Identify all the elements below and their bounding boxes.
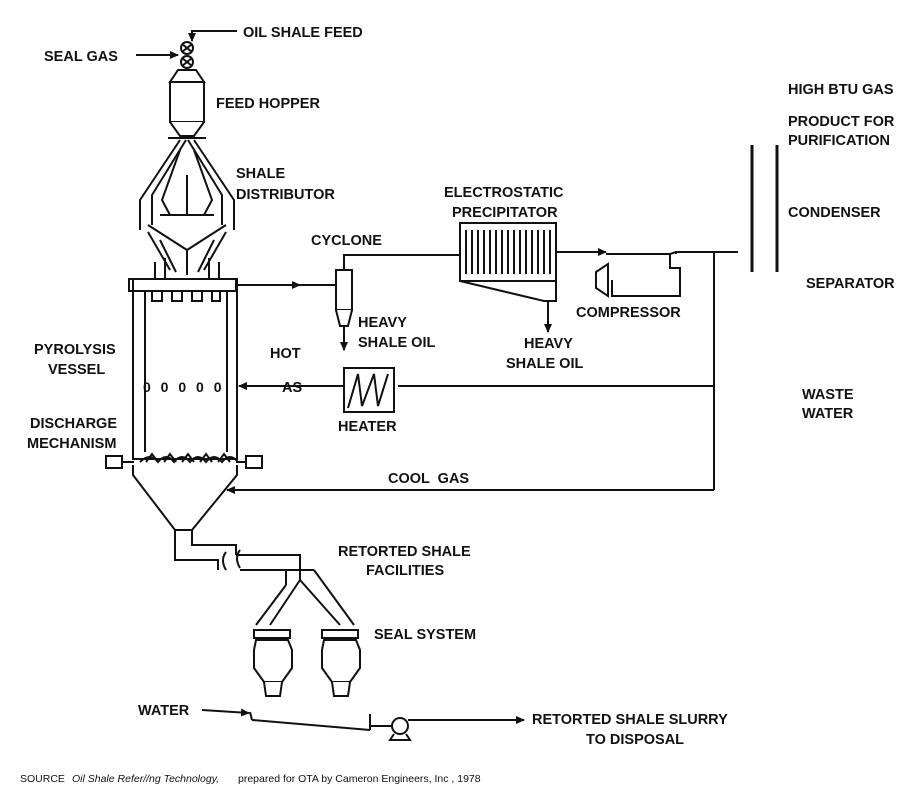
slurry-trough xyxy=(249,711,412,741)
feed-valves xyxy=(180,41,194,69)
label-heavy-oil-b-1: HEAVY xyxy=(524,336,573,352)
label-retorted-1: RETORTED SHALE xyxy=(338,544,471,560)
water-feed-line xyxy=(201,708,250,717)
label-heavy-oil-b-2: SHALE OIL xyxy=(506,356,583,372)
label-feed-hopper: FEED HOPPER xyxy=(216,96,320,112)
label-cyclone: CYCLONE xyxy=(311,233,382,249)
heater xyxy=(343,367,395,413)
label-oil-shale-feed: OIL SHALE FEED xyxy=(243,25,363,41)
label-discharge-1: DISCHARGE xyxy=(30,416,117,432)
electrostatic-precipitator xyxy=(459,222,557,333)
label-compressor: COMPRESSOR xyxy=(576,305,681,321)
label-slurry-2: TO DISPOSAL xyxy=(586,732,684,748)
label-heavy-oil-a-1: HEAVY xyxy=(358,315,407,331)
label-high-btu-gas: HIGH BTU GAS xyxy=(788,82,894,98)
cyclone xyxy=(335,254,460,351)
label-electrostatic-1: ELECTROSTATIC xyxy=(444,185,564,201)
label-discharge-2: MECHANISM xyxy=(27,436,116,452)
source-title: Oil Shale Refer//ng Technology, xyxy=(72,773,219,785)
label-shale-distributor-2: DISTRIBUTOR xyxy=(236,187,335,203)
label-waste-1: WASTE xyxy=(802,387,854,403)
label-pyrolysis-1: PYROLYSIS xyxy=(34,342,116,358)
pyrolysis-vessel xyxy=(105,278,263,531)
label-seal-system: SEAL SYSTEM xyxy=(374,627,476,643)
label-cool-gas: COOL GAS xyxy=(388,471,469,487)
label-pyrolysis-2: VESSEL xyxy=(48,362,105,378)
retorted-shale-chute xyxy=(174,530,355,626)
label-hot-1: HOT xyxy=(270,346,301,362)
label-separator: SEPARATOR xyxy=(806,276,895,292)
label-retorted-2: FACILITIES xyxy=(366,563,444,579)
label-slurry-1: RETORTED SHALE SLURRY xyxy=(532,712,728,728)
label-heavy-oil-a-2: SHALE OIL xyxy=(358,335,435,351)
compressor xyxy=(595,251,715,490)
seal-system-hoppers xyxy=(253,629,361,697)
feed-hopper xyxy=(168,69,206,139)
source-rest: prepared for OTA by Cameron Engineers, I… xyxy=(238,773,481,785)
label-hot-2: AS xyxy=(282,380,302,396)
label-vessel-dots: 0 0 0 0 0 xyxy=(143,379,225,395)
label-heater: HEATER xyxy=(338,419,397,435)
label-shale-distributor-1: SHALE xyxy=(236,166,285,182)
label-product-2: PURIFICATION xyxy=(788,133,890,149)
label-product-1: PRODUCT FOR xyxy=(788,114,895,130)
label-electrostatic-2: PRECIPITATOR xyxy=(452,205,558,221)
label-water: WATER xyxy=(138,703,190,719)
label-waste-2: WATER xyxy=(802,406,854,422)
label-condenser: CONDENSER xyxy=(788,205,881,221)
oil-shale-feed-line xyxy=(188,30,237,42)
shale-distributor xyxy=(139,139,235,278)
label-seal-gas: SEAL GAS xyxy=(44,49,118,65)
source-prefix: SOURCE xyxy=(20,773,65,785)
